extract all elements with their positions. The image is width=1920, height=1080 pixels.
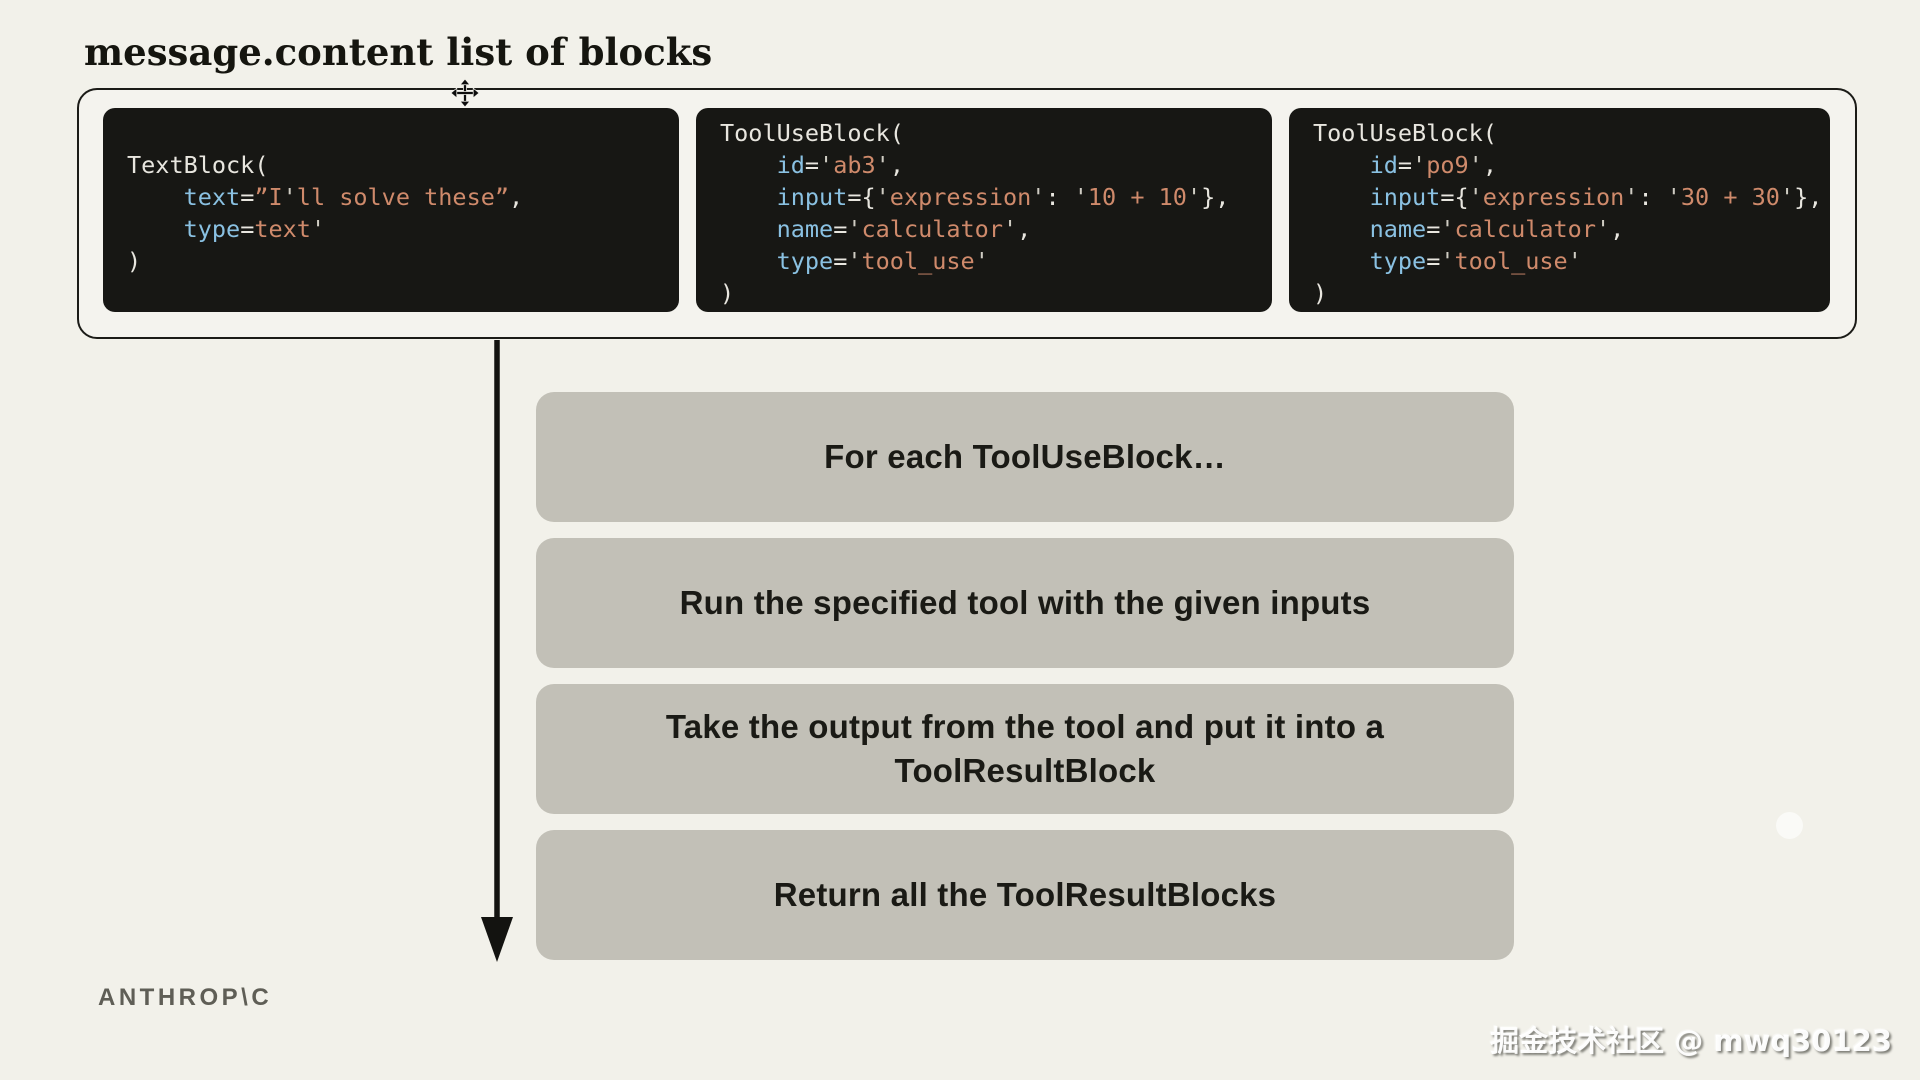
code-line: ToolUseBlock(	[1313, 119, 1497, 147]
code-line: )	[127, 247, 142, 275]
step-label: Run the specified tool with the given in…	[679, 584, 1371, 621]
step-label: For each ToolUseBlock…	[824, 438, 1226, 475]
code-line: TextBlock(	[127, 151, 269, 179]
code-line: name='calculator',	[776, 215, 1032, 243]
code-line: input={'expression': '30 + 30'},	[1369, 183, 1823, 211]
code-line: type='tool_use'	[1369, 247, 1582, 275]
code-block-tool-use-block-1: ToolUseBlock( id='ab3', input={'expressi…	[696, 108, 1272, 312]
anthropic-logo: ANTHROP\C	[98, 984, 273, 1011]
code-line: )	[1313, 279, 1328, 307]
code-line: input={'expression': '10 + 10'},	[776, 183, 1230, 211]
code-line: text=”I'll solve these”,	[183, 183, 524, 211]
message-content-container[interactable]: TextBlock( text=”I'll solve these”, type…	[77, 88, 1857, 339]
steps-list: For each ToolUseBlock… Run the specified …	[536, 392, 1514, 960]
code-line: name='calculator',	[1369, 215, 1625, 243]
step-label: Take the output from the tool and put it…	[665, 708, 1385, 789]
move-cursor-icon	[451, 79, 479, 107]
code-block-text-block: TextBlock( text=”I'll solve these”, type…	[103, 108, 679, 312]
code-line: )	[720, 279, 735, 307]
code-block-tool-use-block-2: ToolUseBlock( id='po9', input={'expressi…	[1289, 108, 1830, 312]
step-box-3: Take the output from the tool and put it…	[536, 684, 1514, 814]
code-line: id='po9',	[1369, 151, 1497, 179]
step-label: Return all the ToolResultBlocks	[773, 876, 1277, 913]
step-box-2: Run the specified tool with the given in…	[536, 538, 1514, 668]
code-blocks-row: TextBlock( text=”I'll solve these”, type…	[79, 90, 1855, 312]
flow-arrow	[481, 340, 513, 962]
step-box-4: Return all the ToolResultBlocks	[536, 830, 1514, 960]
watermark-text: 掘金技术社区 @ mwq30123	[1490, 1024, 1892, 1058]
code-line: id='ab3',	[776, 151, 904, 179]
code-line: type='tool_use'	[776, 247, 989, 275]
step-box-1: For each ToolUseBlock…	[536, 392, 1514, 522]
page-title: message.content list of blocks	[84, 30, 713, 74]
code-line: type=text'	[183, 215, 326, 243]
highlight-blob	[1776, 812, 1803, 839]
code-line: ToolUseBlock(	[720, 119, 904, 147]
